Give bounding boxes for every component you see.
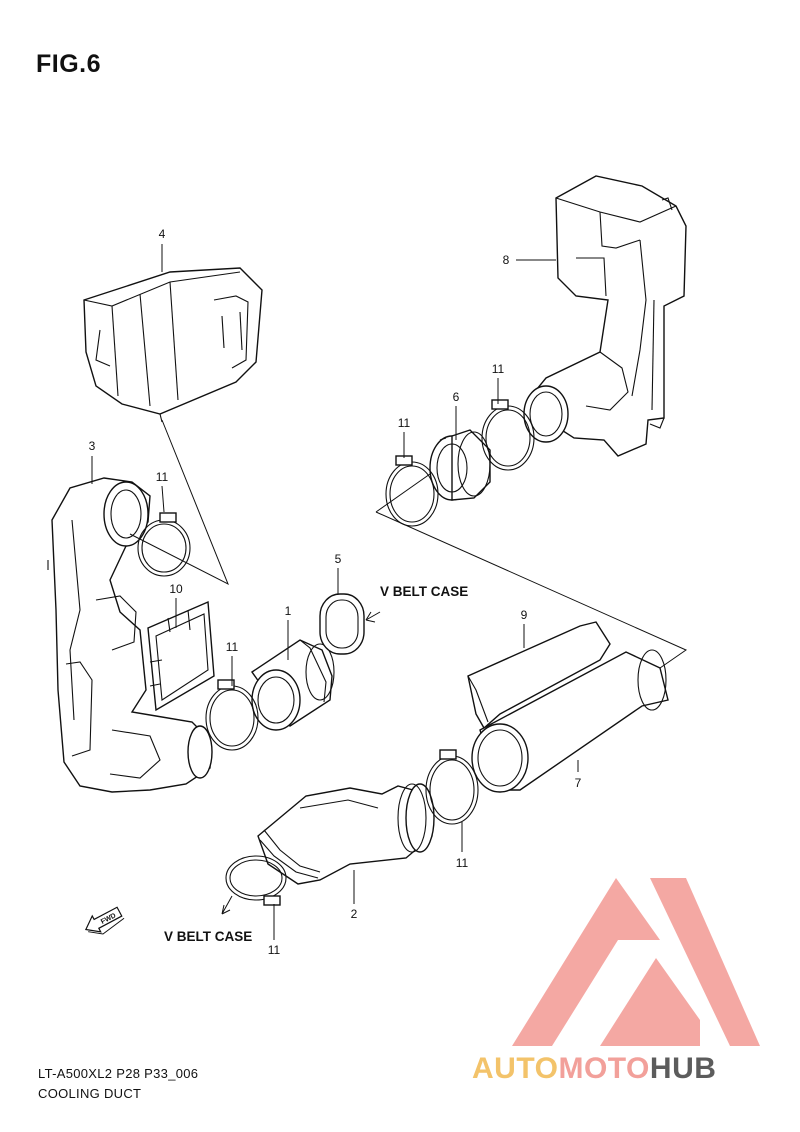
part-11-clamp-e — [425, 749, 479, 825]
part-1-connector-sleeve — [251, 639, 335, 731]
part-5-gasket-ring — [319, 593, 365, 655]
part-3-lower-duct — [47, 477, 213, 793]
callout-part-2: 2 — [351, 907, 358, 921]
part-11-clamp-a — [385, 455, 439, 527]
callout-part-8: 8 — [503, 253, 510, 267]
callout-clamp-e: 11 — [456, 856, 469, 870]
part-8-upper-duct — [523, 175, 687, 457]
assembly-name: COOLING DUCT — [38, 1086, 142, 1101]
callout-clamp-c: 11 — [156, 470, 169, 484]
callout-part-1: 1 — [285, 604, 292, 618]
watermark-auto: AUTO — [472, 1052, 558, 1085]
callout-clamp-b: 11 — [492, 362, 505, 376]
callout-part-7: 7 — [575, 776, 582, 790]
part-11-clamp-d — [205, 679, 259, 751]
v-belt-case-note-upper: V BELT CASE — [380, 584, 468, 599]
callout-labels: 4 8 3 11 10 1 5 11 6 11 11 9 7 11 2 11 — [89, 227, 582, 957]
figure-title: FIG.6 — [36, 50, 102, 78]
watermark-brand: AUTOMOTOHUB — [472, 1052, 716, 1085]
callout-part-4: 4 — [159, 227, 166, 241]
part-11-clamp-b — [481, 399, 535, 471]
part-11-clamp-f — [225, 855, 287, 906]
automotohub-logo-mark — [512, 878, 760, 1046]
callout-part-6: 6 — [453, 390, 460, 404]
part-4-airbox-cover — [83, 267, 263, 423]
v-belt-case-note-lower: V BELT CASE — [164, 929, 252, 944]
callout-leaders — [91, 244, 579, 940]
callout-clamp-d: 11 — [226, 640, 239, 654]
fwd-arrow-icon: FWD — [84, 906, 125, 935]
part-9-heat-shield — [467, 621, 611, 730]
part-7-cylinder-duct — [471, 649, 669, 793]
callout-part-10: 10 — [169, 582, 183, 596]
part-6-connector-sleeve — [429, 429, 491, 501]
part-10-filter-element — [147, 600, 215, 712]
callout-clamp-a: 11 — [398, 416, 411, 430]
part-2-flex-duct — [257, 783, 435, 885]
watermark-moto: MOTO — [558, 1052, 649, 1085]
callout-clamp-f: 11 — [268, 943, 281, 957]
watermark-hub: HUB — [650, 1052, 717, 1085]
callout-part-5: 5 — [335, 552, 342, 566]
callout-part-3: 3 — [89, 439, 96, 453]
page-code: LT-A500XL2 P28 P33_006 — [38, 1066, 199, 1081]
callout-part-9: 9 — [521, 608, 528, 622]
assembly-lines — [129, 419, 688, 915]
part-11-clamp-c — [137, 512, 191, 577]
